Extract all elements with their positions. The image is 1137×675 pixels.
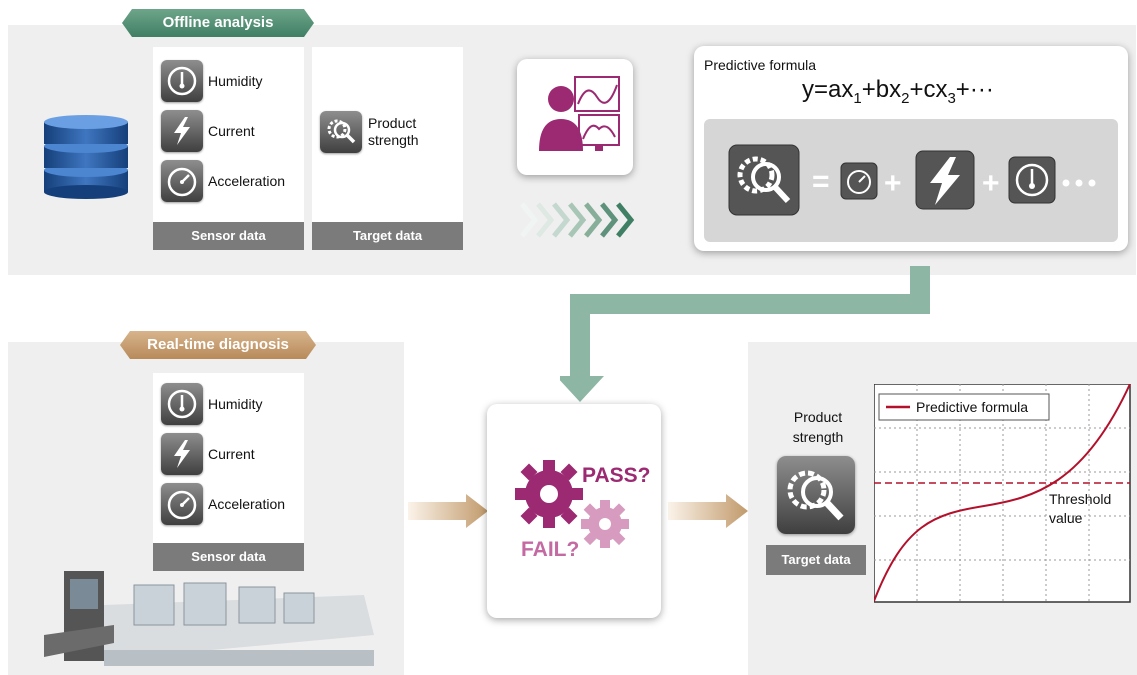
realtime-sensor-card: Humidity Current Acceleration Sensor dat… — [153, 373, 304, 571]
humidity-gauge-icon — [161, 383, 203, 425]
fail-text: FAIL? — [521, 538, 580, 561]
product-strength-icon — [320, 111, 362, 153]
database-icon — [44, 115, 128, 199]
sensor-label: Acceleration — [208, 496, 286, 512]
offline-target-footer: Target data — [312, 222, 463, 250]
realtime-sensor-humidity: Humidity — [161, 383, 262, 425]
sensor-label: Current — [208, 446, 255, 462]
realtime-sensor-current: Current — [161, 433, 255, 475]
production-line-illustration — [44, 571, 374, 666]
offline-sensor-humidity: Humidity — [161, 60, 262, 102]
predictive-formula-box: Predictive formula y=ax1+bx2+cx3+··· = +… — [694, 46, 1128, 251]
connector-arrow — [560, 266, 930, 402]
lightning-icon — [161, 433, 203, 475]
analyst-icon — [539, 76, 620, 151]
lightning-icon — [161, 110, 203, 152]
svg-text:=: = — [812, 165, 830, 198]
pass-fail-box: PASS? FAIL? — [487, 404, 661, 618]
realtime-sensor-acceleration: Acceleration — [161, 483, 285, 525]
formula-humidity-icon — [1008, 156, 1056, 204]
humidity-gauge-icon — [161, 60, 203, 102]
result-target-label: Product strength — [792, 409, 844, 445]
svg-text:+: + — [884, 167, 902, 200]
prediction-chart — [874, 384, 1131, 603]
tan-arrow-left — [408, 494, 488, 528]
tan-arrow-right — [668, 494, 748, 528]
offline-target-card: Product strength Target data — [312, 47, 463, 250]
offline-sensor-current: Current — [161, 110, 255, 152]
sensor-label: Acceleration — [208, 173, 286, 189]
offline-sensor-footer: Sensor data — [153, 222, 304, 250]
chevron-arrows-icon — [520, 202, 635, 238]
sensor-label: Humidity — [208, 73, 263, 89]
sensor-label: Current — [208, 123, 255, 139]
result-product-strength-icon — [777, 456, 855, 534]
threshold-label: Threshold value — [1049, 491, 1112, 526]
offline-target-label: Product strength — [368, 115, 419, 148]
offline-sensor-card: Humidity Current Acceleration Sensor dat… — [153, 47, 304, 250]
speedometer-icon — [161, 483, 203, 525]
pass-text: PASS? — [582, 464, 651, 487]
svg-text:+: + — [982, 167, 1000, 200]
chart-legend-label: Predictive formula — [916, 399, 1029, 415]
formula-lightning-icon — [915, 150, 975, 210]
formula-speedometer-icon — [840, 162, 878, 200]
offline-analysis-tag: Offline analysis — [122, 9, 314, 37]
formula-product-strength-icon — [728, 144, 800, 216]
offline-sensor-acceleration: Acceleration — [161, 160, 285, 202]
result-target-footer: Target data — [766, 545, 866, 575]
formula-title: Predictive formula — [704, 57, 817, 73]
realtime-diagnosis-tag: Real-time diagnosis — [120, 331, 316, 359]
analyst-box — [517, 59, 633, 175]
formula-text: y=ax1+bx2+cx3+··· — [802, 76, 994, 107]
speedometer-icon — [161, 160, 203, 202]
predictive-curve — [874, 384, 1131, 602]
gears-icon — [515, 460, 629, 548]
formula-visual: = + + — [704, 119, 1118, 242]
sensor-label: Humidity — [208, 396, 263, 412]
realtime-sensor-footer: Sensor data — [153, 543, 304, 571]
